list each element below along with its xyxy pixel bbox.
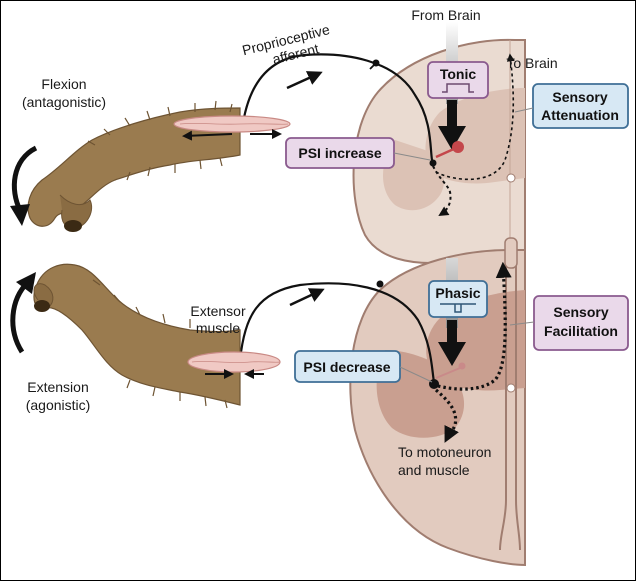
- from-brain-label: From Brain: [411, 7, 480, 23]
- tonic-box: Tonic: [427, 61, 489, 99]
- interneuron-upper: [435, 141, 464, 159]
- extension-label: Extension: [27, 379, 88, 395]
- tonic-label: Tonic: [440, 66, 477, 82]
- extension-curved-arrow-icon: [10, 280, 30, 354]
- psi-decrease-label: PSI decrease: [303, 359, 390, 375]
- flexion-label: Flexion: [41, 76, 86, 92]
- to-brain-label: To Brain: [506, 55, 557, 71]
- psi-decrease-box: PSI decrease: [294, 350, 433, 383]
- sensory-attenuation-label-1: Sensory: [552, 89, 607, 105]
- extensor-label: Extensor: [190, 303, 246, 319]
- tonic-descending-arrow: [438, 100, 466, 150]
- hand-extension: [10, 263, 281, 409]
- sensory-facilitation-label-1: Sensory: [553, 304, 608, 320]
- afferent-path-upper: [241, 53, 515, 217]
- antagonistic-label: (antagonistic): [22, 94, 106, 110]
- tonic-waveform-icon: [442, 83, 474, 93]
- sensory-attenuation-label-2: Attenuation: [541, 107, 619, 123]
- sensory-facilitation-box: Sensory Facilitation: [509, 295, 629, 351]
- phasic-waveform-icon: [440, 303, 476, 313]
- agonistic-label: (agonistic): [26, 397, 91, 413]
- interneuron-lower: [435, 362, 466, 379]
- psi-increase-box: PSI increase: [285, 137, 431, 169]
- to-motoneuron-label: To motoneuron: [398, 444, 491, 460]
- sensory-attenuation-box: Sensory Attenuation: [514, 83, 629, 129]
- psi-increase-label: PSI increase: [298, 145, 381, 161]
- phasic-box: Phasic: [428, 280, 488, 318]
- sensory-facilitation-label-2: Facilitation: [544, 323, 618, 339]
- phasic-label: Phasic: [435, 285, 480, 301]
- muscle-label: muscle: [196, 320, 241, 336]
- flexion-curved-arrow-icon: [11, 145, 38, 212]
- proprioceptive-afferent-label: Proprioceptive afferent: [241, 21, 332, 67]
- and-muscle-label: and muscle: [398, 462, 470, 478]
- spinal-cord-lower: [349, 237, 526, 567]
- hand-flexion: [10, 100, 291, 232]
- phasic-descending-arrow: [438, 320, 466, 366]
